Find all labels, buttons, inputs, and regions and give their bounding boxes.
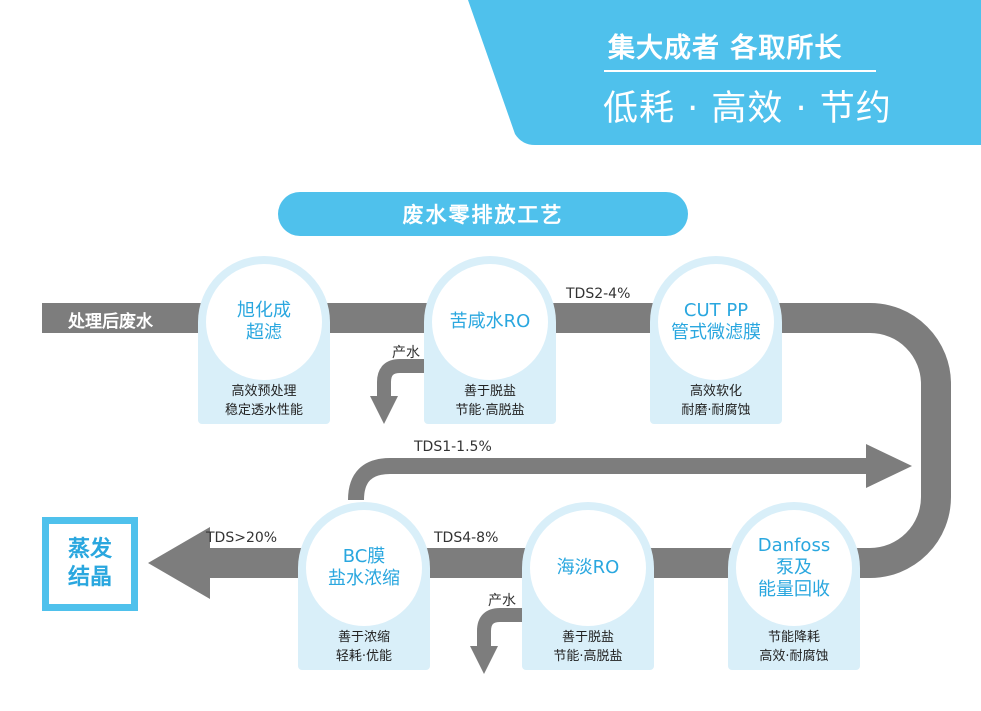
unit-name-circle: CUT PP 管式微滤膜: [658, 264, 774, 380]
unit-desc-line1: 节能降耗: [767, 630, 820, 645]
unit-desc-line2: 节能·高脱盐: [553, 649, 623, 664]
pipe-recycle: [348, 458, 880, 501]
unit-name-line2: 泵及: [776, 557, 812, 578]
label-product-water-1: 产水: [392, 345, 420, 361]
label-tds-1-1-5: TDS1-1.5%: [414, 439, 492, 455]
unit-desc-line2: 节能·高脱盐: [455, 403, 525, 418]
unit-name-line1: 海淡RO: [556, 557, 620, 578]
input-label: 处理后废水: [68, 312, 153, 332]
unit-seawater-ro: 海淡RO 善于脱盐 节能·高脱盐: [522, 502, 654, 670]
unit-tubular-mf: CUT PP 管式微滤膜 高效软化 耐磨·耐腐蚀: [650, 256, 782, 424]
header-title: 集大成者 各取所长: [608, 33, 843, 64]
header-divider: [604, 70, 876, 72]
unit-name-circle: BC膜 盐水浓缩: [306, 510, 422, 626]
unit-desc-line2: 轻耗·优能: [335, 649, 393, 664]
unit-name-line2: 管式微滤膜: [671, 322, 761, 343]
label-tds-gt-20: TDS>20%: [206, 530, 278, 546]
unit-desc-line1: 善于浓缩: [337, 630, 390, 645]
label-tds-2-4: TDS2-4%: [566, 286, 631, 302]
output-line2: 结晶: [67, 565, 112, 590]
unit-desc-line2: 稳定透水性能: [224, 403, 303, 418]
unit-description: 善于脱盐 节能·高脱盐: [522, 628, 654, 666]
unit-bc-membrane: BC膜 盐水浓缩 善于浓缩 轻耗·优能: [298, 502, 430, 670]
unit-brackish-ro: 苦咸水RO 善于脱盐 节能·高脱盐: [424, 256, 556, 424]
unit-desc-line2: 耐磨·耐腐蚀: [681, 403, 751, 418]
unit-name-circle: 旭化成 超滤: [206, 264, 322, 380]
unit-name-line1: BC膜: [342, 546, 386, 567]
unit-name-line1: 旭化成: [237, 300, 291, 321]
unit-description: 高效软化 耐磨·耐腐蚀: [650, 382, 782, 420]
unit-name-line1: 苦咸水RO: [449, 311, 531, 332]
output-evaporation-label: 蒸发 结晶: [49, 524, 131, 604]
unit-desc-line1: 高效软化: [689, 384, 742, 399]
unit-name-line1: CUT PP: [683, 300, 749, 321]
output-arrow-head: [148, 527, 210, 599]
unit-desc-line1: 善于脱盐: [561, 630, 614, 645]
process-title: 废水零排放工艺: [278, 192, 688, 236]
product-arrow-2: [470, 646, 498, 674]
unit-name-circle: 海淡RO: [530, 510, 646, 626]
unit-description: 善于浓缩 轻耗·优能: [298, 628, 430, 666]
unit-description: 高效预处理 稳定透水性能: [198, 382, 330, 420]
label-product-water-2: 产水: [488, 593, 516, 609]
unit-danfoss-pump: Danfoss 泵及 能量回收 节能降耗 高效·耐腐蚀: [728, 502, 860, 670]
pipe-main-top: [42, 303, 951, 578]
header-subtitle: 低耗 · 高效 · 节约: [603, 89, 892, 129]
label-tds-4-8: TDS4-8%: [434, 530, 499, 546]
product-branch-1: [377, 359, 440, 398]
product-arrow-1: [370, 396, 398, 424]
unit-desc-line2: 高效·耐腐蚀: [759, 649, 829, 664]
unit-name-line3: 能量回收: [758, 579, 830, 600]
unit-name-line1: Danfoss: [757, 535, 831, 556]
recycle-arrow-head: [866, 444, 912, 488]
unit-name-circle: Danfoss 泵及 能量回收: [736, 510, 852, 626]
unit-desc-line1: 善于脱盐: [463, 384, 516, 399]
unit-description: 善于脱盐 节能·高脱盐: [424, 382, 556, 420]
product-branch-2: [477, 608, 540, 648]
unit-name-line2: 盐水浓缩: [328, 568, 400, 589]
output-line1: 蒸发: [67, 537, 112, 562]
unit-name-circle: 苦咸水RO: [432, 264, 548, 380]
unit-desc-line1: 高效预处理: [231, 384, 297, 399]
unit-description: 节能降耗 高效·耐腐蚀: [728, 628, 860, 666]
unit-ultrafiltration: 旭化成 超滤 高效预处理 稳定透水性能: [198, 256, 330, 424]
header-banner: [468, 0, 981, 145]
unit-name-line2: 超滤: [246, 322, 282, 343]
output-evaporation-box: 蒸发 结晶: [42, 517, 138, 611]
